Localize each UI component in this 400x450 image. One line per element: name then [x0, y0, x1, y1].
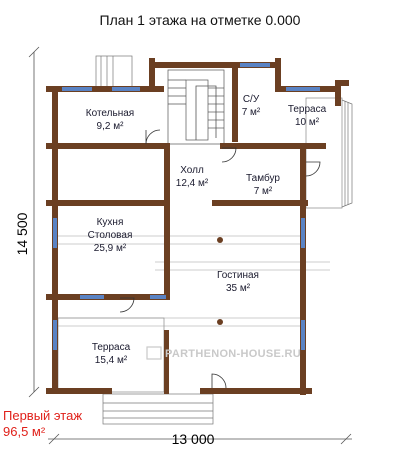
- room-name: С/У: [243, 94, 260, 105]
- staircase: [167, 69, 225, 145]
- room-area: 12,4 м²: [176, 178, 209, 189]
- room-name-secondary: Столовая: [88, 230, 133, 241]
- dimension-height-label: 14 500: [14, 212, 30, 255]
- watermark-text: PARTHENON-HOUSE.RU: [165, 348, 301, 360]
- windows: [53, 63, 320, 350]
- room-area: 7 м²: [242, 107, 261, 118]
- room-area: 10 м²: [295, 117, 320, 128]
- beam-lines: [58, 235, 330, 327]
- porch-steps-bottom: [102, 393, 214, 425]
- log-walls: [52, 62, 341, 395]
- room-name: Терраса: [288, 104, 327, 115]
- room-name: Терраса: [92, 342, 131, 353]
- log-ends: [46, 58, 349, 394]
- porch-steps-right: [341, 99, 353, 208]
- floor-label-area: 96,5 м²: [3, 424, 46, 439]
- room-area: 35 м²: [226, 283, 251, 294]
- dimension-lines: [28, 46, 352, 445]
- plan-title: План 1 этажа на отметке 0.000: [100, 12, 301, 28]
- dimension-width-label: 13 000: [172, 431, 215, 447]
- room-name: Холл: [180, 165, 204, 176]
- room-name: Гостиная: [217, 270, 259, 281]
- floor-label-title: Первый этаж: [3, 408, 82, 423]
- room-area: 9,2 м²: [97, 121, 125, 132]
- room-area: 7 м²: [254, 186, 273, 197]
- watermark: PARTHENON-HOUSE.RU: [146, 346, 301, 360]
- doors: [119, 129, 321, 389]
- room-name: Кухня: [97, 217, 124, 228]
- room-area: 25,9 м²: [94, 243, 127, 254]
- room-name: Котельная: [86, 108, 134, 119]
- room-name: Тамбур: [246, 172, 280, 184]
- room-labels: Котельная 9,2 м² С/У 7 м² Терраса 10 м² …: [86, 94, 327, 366]
- columns: [217, 237, 223, 325]
- room-area: 15,4 м²: [95, 355, 128, 366]
- porch-steps-top: [95, 55, 133, 89]
